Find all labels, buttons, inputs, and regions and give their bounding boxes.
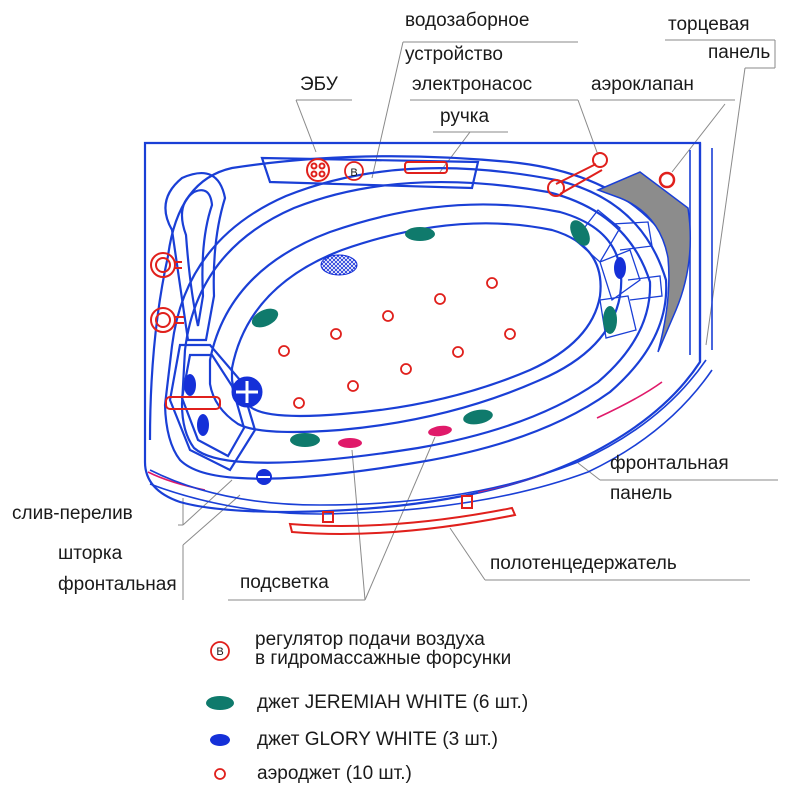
legend-glory-text: джет GLORY WHITE (3 шт.)	[257, 729, 498, 750]
aerojet	[504, 328, 516, 340]
legend-jeremiah: джет JEREMIAH WHITE (6 шт.)	[205, 690, 528, 716]
label-end-panel-line1: торцевая	[668, 14, 750, 35]
overflow-drain-part	[231, 376, 272, 485]
leader-lines	[178, 39, 778, 601]
aerojet	[330, 328, 342, 340]
jeremiah-jet	[603, 306, 617, 334]
water-intake-part	[320, 254, 358, 276]
legend-glory: джет GLORY WHITE (3 шт.)	[205, 727, 498, 753]
tub-floor-inner	[230, 222, 602, 418]
legend-jeremiah-text: джет JEREMIAH WHITE (6 шт.)	[257, 692, 529, 713]
ecu-unit	[306, 158, 330, 182]
tub-edge-inner	[180, 181, 652, 464]
label-ecu: ЭБУ	[300, 74, 338, 95]
label-overflow-drain: слив-перелив	[12, 503, 133, 524]
glory-legend-icon	[205, 727, 245, 753]
lighting-parts	[338, 425, 452, 448]
armrest-inner	[180, 189, 214, 327]
air-regulator-b	[344, 161, 364, 181]
jeremiah-jet	[290, 433, 320, 447]
electropump-part	[547, 152, 608, 197]
air-valve-part	[658, 171, 676, 189]
handle-part	[404, 161, 448, 174]
label-front-panel-line2: панель	[610, 483, 673, 504]
head-rest	[260, 156, 480, 190]
label-water-intake-line1: водозаборное	[405, 10, 530, 31]
label-curtain-line2: фронтальная	[58, 574, 177, 595]
aerojet	[434, 293, 446, 305]
aerojet	[486, 277, 498, 289]
armrest-outer	[164, 172, 227, 342]
label-end-panel-line2: панель	[708, 42, 771, 63]
label-front-panel-line1: фронтальная	[610, 453, 729, 474]
end-panel-gray	[595, 171, 692, 353]
label-curtain-line1: шторка	[58, 543, 123, 564]
front-panel-lines	[149, 359, 713, 515]
air-regulator-legend-icon: B	[205, 638, 245, 664]
tub-edge-outer	[163, 167, 668, 480]
aerojet-legend-icon	[205, 761, 245, 787]
legend-air-regulator-line2: в гидромассажные форсунки	[255, 648, 512, 669]
aerojet	[293, 397, 305, 409]
label-water-intake-line2: устройство	[405, 44, 503, 65]
legend-air-regulator: B регулятор подачи воздуха	[205, 629, 485, 664]
jeremiah-jet	[251, 308, 279, 328]
left-seat-inner	[180, 353, 246, 458]
jeremiah-jet	[405, 227, 435, 241]
legend-air-regulator-line1: регулятор подачи воздуха	[255, 629, 485, 650]
label-electropump: электронасос	[412, 74, 533, 95]
lighting-light	[428, 425, 452, 437]
legend-b-letter: B	[216, 646, 223, 658]
left-fittings	[150, 252, 221, 410]
jeremiah-jets	[251, 220, 617, 447]
aerojet	[400, 363, 412, 375]
jeremiah-jet	[570, 220, 590, 246]
label-towel-holder: полотенцедержатель	[490, 553, 677, 574]
aerojet	[347, 380, 359, 392]
label-lighting: подсветка	[240, 572, 329, 593]
aerojet	[278, 345, 290, 357]
deck-curve	[148, 155, 661, 441]
legend-aerojet-text: аэроджет (10 шт.)	[257, 763, 412, 784]
aerojet	[382, 310, 394, 322]
front-curtain-strips	[147, 381, 663, 493]
tub-outer-rim	[143, 141, 702, 514]
glory-jets	[184, 257, 626, 436]
towel-holder-part	[288, 495, 517, 535]
label-air-valve: аэроклапан	[591, 74, 694, 95]
lighting-light	[338, 438, 362, 448]
aerojets	[278, 277, 516, 409]
label-handle: ручка	[440, 106, 490, 127]
air-regulator-b-letter: B	[350, 167, 357, 179]
jeremiah-jet	[463, 409, 493, 425]
aerojet	[452, 346, 464, 358]
glory-jet	[197, 414, 209, 436]
legend-aerojet: аэроджет (10 шт.)	[205, 761, 412, 787]
glory-jet	[614, 257, 626, 279]
jeremiah-legend-icon	[205, 690, 245, 716]
glory-jet	[184, 374, 196, 396]
